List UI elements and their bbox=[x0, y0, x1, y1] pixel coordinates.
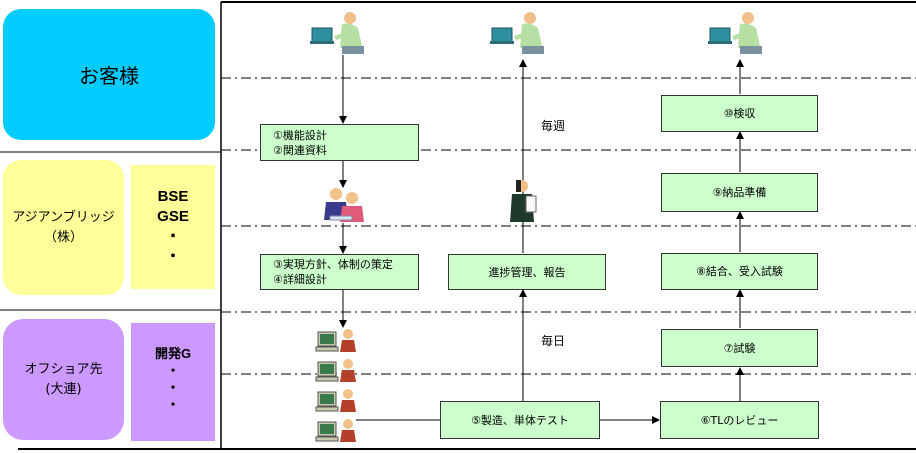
lane-offshore-label-1: オフショア先 bbox=[24, 361, 103, 377]
developer-at-pc-icon bbox=[315, 419, 356, 442]
lane-customer-label: お客様 bbox=[79, 64, 139, 88]
asia-team-item: BSE bbox=[157, 188, 189, 205]
lane-asia-label-2: （株） bbox=[43, 229, 83, 245]
box-implementation-plan: ③実現方針、体制の策定 ④詳細設計 bbox=[260, 254, 419, 290]
lane-offshore-label-2: (大連) bbox=[45, 381, 82, 397]
asia-team-item: ・ bbox=[165, 228, 181, 245]
box-tl-review-label: ⑥TLのレビュー bbox=[700, 413, 779, 427]
box-build-unit-test: ⑤製造、単体テスト bbox=[440, 401, 600, 439]
box-tl-review: ⑥TLのレビュー bbox=[660, 401, 819, 439]
developer-at-pc-icon bbox=[315, 389, 356, 412]
offshore-team-item: ・ bbox=[166, 363, 180, 378]
box-progress-report: 進捗管理、報告 bbox=[448, 254, 606, 290]
person-at-laptop-icon bbox=[490, 12, 544, 54]
box-implementation-plan-line2: ④詳細設計 bbox=[273, 273, 327, 286]
label-weekly: 毎週 bbox=[541, 119, 566, 133]
box-build-unit-test-label: ⑤製造、単体テスト bbox=[471, 413, 569, 427]
lane-asia-bridge: アジアンブリッジ （株） bbox=[3, 160, 124, 295]
box-delivery-prep-label: ⑨納品準備 bbox=[712, 186, 767, 199]
developer-at-pc-icon bbox=[315, 329, 356, 352]
box-functional-design: ①機能設計 ②関連資料 bbox=[260, 124, 419, 161]
box-testing: ⑦試験 bbox=[661, 329, 818, 367]
person-at-laptop-icon bbox=[310, 12, 364, 54]
box-acceptance: ⑩検収 bbox=[661, 95, 818, 132]
asia-team-item: ・ bbox=[165, 248, 181, 265]
phone-businessman-icon bbox=[510, 180, 537, 222]
offshore-team-item: ・ bbox=[166, 397, 180, 412]
offshore-team-item: ・ bbox=[166, 380, 180, 395]
box-implementation-plan-line1: ③実現方針、体制の策定 bbox=[273, 258, 393, 271]
box-functional-design-line2: ②関連資料 bbox=[273, 143, 327, 157]
lane-asia-label-1: アジアンブリッジ bbox=[12, 209, 115, 225]
label-daily: 毎日 bbox=[541, 334, 566, 348]
person-at-laptop-icon bbox=[708, 12, 762, 54]
asia-team-panel: BSE GSE ・ ・ bbox=[131, 165, 215, 289]
lane-offshore: オフショア先 (大連) bbox=[3, 319, 124, 440]
box-progress-report-label: 進捗管理、報告 bbox=[488, 265, 566, 279]
box-testing-label: ⑦試験 bbox=[723, 341, 756, 355]
lane-customer: お客様 bbox=[3, 9, 215, 140]
offshore-team-item: 開発G bbox=[154, 346, 192, 361]
offshore-team-panel: 開発G ・ ・ ・ bbox=[131, 323, 215, 441]
asia-team-item: GSE bbox=[157, 208, 189, 225]
box-acceptance-label: ⑩検収 bbox=[723, 107, 756, 120]
consultants-icon bbox=[324, 188, 364, 222]
box-integration-acceptance-label: ⑧結合、受入試験 bbox=[696, 265, 783, 278]
developer-at-pc-icon bbox=[315, 359, 356, 382]
box-delivery-prep: ⑨納品準備 bbox=[661, 173, 818, 212]
box-integration-acceptance: ⑧結合、受入試験 bbox=[661, 253, 818, 290]
box-functional-design-line1: ①機能設計 bbox=[273, 128, 327, 142]
